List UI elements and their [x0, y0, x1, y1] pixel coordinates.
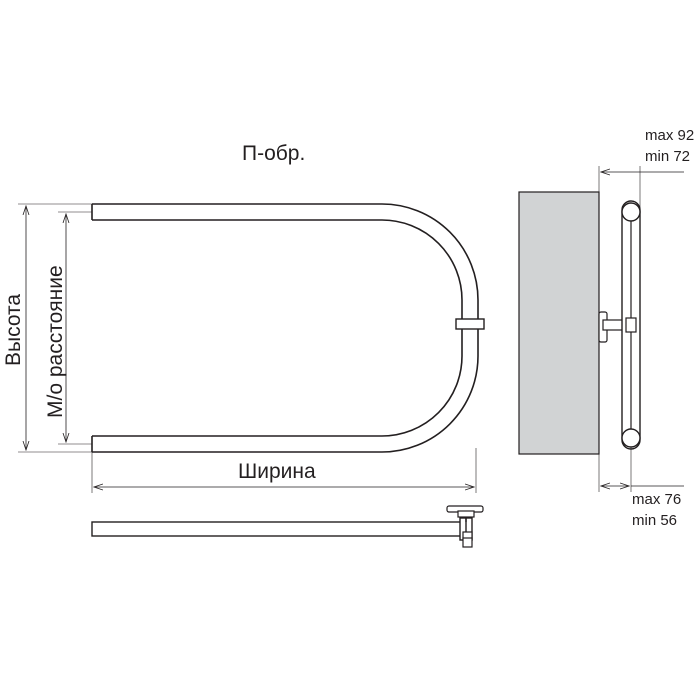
width-dimension: Ширина — [91, 448, 477, 493]
side-view — [518, 191, 641, 455]
side-bottom-dimension: max 76 min 56 — [598, 447, 684, 529]
center-distance-dimension: М/о расстояние — [44, 211, 92, 445]
side-top-max: max 92 — [645, 127, 694, 144]
height-label: Высота — [2, 294, 25, 366]
rail-top-view — [91, 505, 484, 548]
diagram-title: П-обр. — [242, 142, 305, 165]
wall-block — [518, 191, 600, 455]
coupling-sleeve — [455, 318, 485, 330]
width-label: Ширина — [238, 460, 316, 483]
center-distance-label: М/о расстояние — [44, 265, 67, 418]
u-shaped-rail-front-view — [91, 203, 485, 453]
side-top-dimension: max 92 min 72 — [598, 127, 694, 212]
side-top-min: min 72 — [645, 148, 690, 165]
side-bottom-max: max 76 — [632, 491, 681, 508]
side-bottom-min: min 56 — [632, 512, 677, 529]
height-dimension: Высота — [2, 203, 92, 453]
